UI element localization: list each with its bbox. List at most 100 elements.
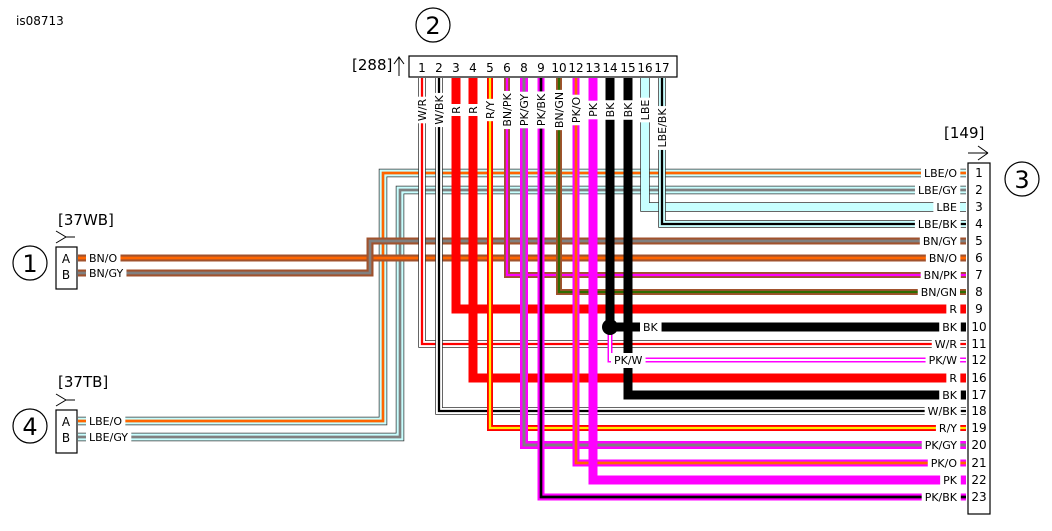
wire-label: W/R — [416, 99, 429, 122]
wire-bk — [623, 78, 966, 400]
callout-4: 4 — [22, 413, 37, 441]
wire-pk-o — [572, 78, 966, 467]
pin-2: 2 — [435, 61, 443, 75]
connector-37tb: [37TB] A B 4 — [12, 373, 108, 454]
pin-1: 1 — [418, 61, 426, 75]
pin-14: 14 — [602, 61, 617, 75]
pin-12: 12 — [568, 61, 583, 75]
pin-9: 9 — [975, 302, 983, 316]
wire-label: PK/GY — [518, 94, 531, 127]
callout-2: 2 — [425, 12, 440, 40]
pin-13: 13 — [585, 61, 600, 75]
wire-label: R — [949, 303, 957, 316]
wire-lbe-bk — [658, 78, 966, 228]
pin-6: 6 — [503, 61, 511, 75]
wire-r — [468, 78, 966, 383]
wire-label: LBE/GY — [89, 431, 128, 444]
wire-w-bk — [435, 78, 966, 415]
wire-label: PK/O — [570, 97, 583, 124]
wires-layer — [78, 78, 966, 501]
pin-3: 3 — [975, 200, 983, 214]
wire-label: BK — [622, 102, 635, 118]
connector-ref-149: [149] — [944, 124, 984, 142]
wire-label: LBE/O — [924, 167, 957, 180]
wire-label: PK/GY — [925, 439, 958, 452]
diagram-id: is08713 — [16, 14, 64, 28]
pin-17: 17 — [654, 61, 669, 75]
wire-label: BN/GN — [553, 92, 566, 128]
pin-b: B — [62, 431, 70, 445]
wire-r-y — [487, 78, 966, 431]
pin-a: A — [62, 415, 71, 429]
pin-11: 11 — [971, 337, 986, 351]
wire-label: R/Y — [939, 422, 957, 435]
pin-15: 15 — [620, 61, 635, 75]
callout-1: 1 — [22, 250, 37, 278]
wire-w-r — [418, 78, 966, 348]
wire-pk-bk — [537, 78, 966, 501]
connector-body-37tb — [55, 409, 78, 454]
pin-16: 16 — [637, 61, 652, 75]
callout-circle-1 — [12, 245, 48, 281]
pin-5: 5 — [486, 61, 494, 75]
pin-17: 17 — [971, 388, 986, 402]
wire-bn-gy — [78, 237, 966, 277]
wire-label: W/BK — [928, 405, 958, 418]
connector-body-288 — [408, 55, 678, 78]
wire-label: LBE/BK — [656, 108, 669, 148]
wire-pk — [588, 78, 966, 485]
wire-label: BK — [942, 321, 958, 334]
wire-label: BN/O — [929, 252, 957, 265]
wire-label: BN/GN — [921, 286, 957, 299]
wire-label: PK/W — [614, 354, 643, 367]
wire-label: LBE — [639, 100, 652, 121]
pin-2: 2 — [975, 183, 983, 197]
pin-7: 7 — [975, 268, 983, 282]
pin-16: 16 — [971, 371, 986, 385]
wire-bn-gn — [556, 78, 966, 295]
wire-pk-gy — [520, 78, 966, 449]
labels-layer: LBE/O LBE/GY LBE LBE/BK BN/GY BN/O BN/PK BN/GN R… — [86, 89, 961, 505]
wire-label: BK — [942, 389, 958, 402]
callout-3: 3 — [1014, 166, 1029, 194]
connector-body-37wb — [55, 246, 78, 290]
pin-6: 6 — [975, 251, 983, 265]
wire-label: BN/GY — [89, 267, 123, 280]
pin-3: 3 — [452, 61, 460, 75]
wire-label: R/Y — [484, 101, 497, 119]
wire-label: LBE/O — [89, 415, 122, 428]
wire-bn-pk — [504, 78, 966, 278]
wire-label: LBE/BK — [918, 218, 958, 231]
pin-b: B — [62, 268, 70, 282]
wire-lbe-o — [78, 168, 966, 426]
pin-21: 21 — [971, 456, 986, 470]
wire-label: R — [467, 106, 480, 114]
pin-23: 23 — [971, 490, 986, 504]
callout-circle-3 — [1004, 161, 1040, 197]
wire-label: BN/PK — [924, 269, 958, 282]
pin-20: 20 — [971, 438, 986, 452]
female-terminal-icon — [55, 230, 75, 244]
pin-9: 9 — [537, 61, 545, 75]
wire-label: PK/W — [929, 354, 958, 367]
connector-37wb: [37WB] A B 1 — [12, 211, 114, 290]
wire-label: BK — [604, 102, 617, 118]
male-terminal-icon — [393, 56, 405, 76]
wire-r — [451, 78, 966, 314]
connector-ref-37wb: [37WB] — [58, 211, 114, 229]
wire-label: R — [949, 372, 957, 385]
wire-label: BN/O — [89, 252, 117, 265]
connector-ref-37tb: [37TB] — [58, 373, 108, 391]
wire-label: LBE — [936, 201, 957, 214]
wire-label: LBE/GY — [918, 184, 957, 197]
pin-4: 4 — [469, 61, 477, 75]
wire-pk-w — [607, 327, 966, 363]
wire-label: BN/GY — [923, 235, 957, 248]
female-terminal-icon — [968, 145, 989, 161]
pin-4: 4 — [975, 217, 983, 231]
wire-label: BN/PK — [501, 93, 514, 127]
pin-19: 19 — [971, 421, 986, 435]
callout-circle-4 — [12, 408, 48, 444]
